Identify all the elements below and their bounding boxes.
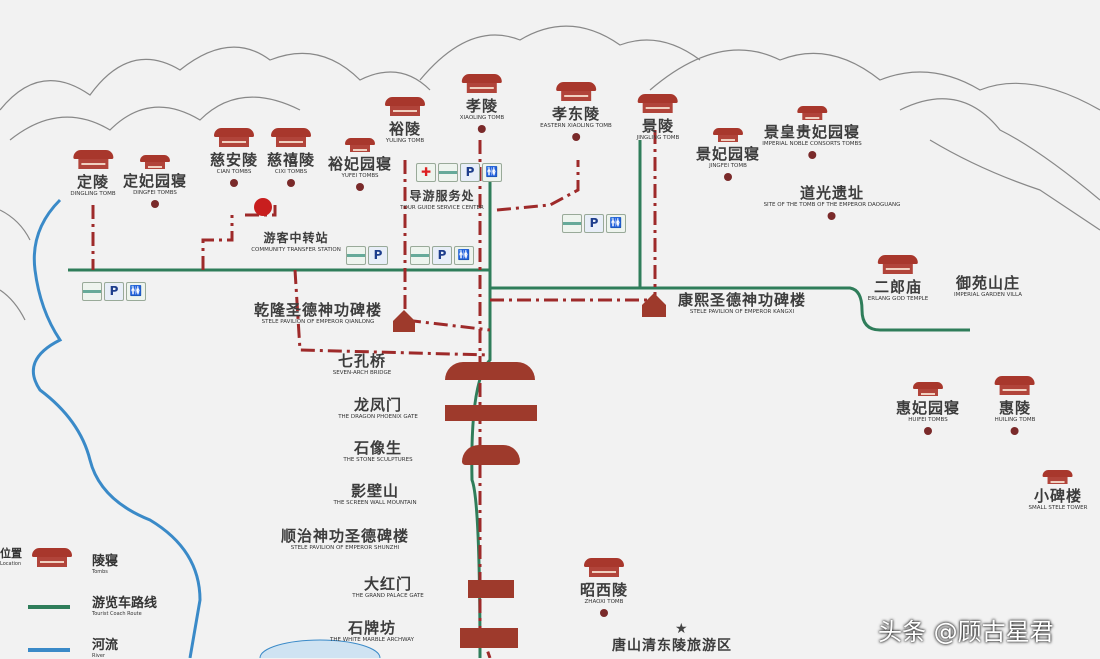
watermark: 头条 @顾古星君 bbox=[878, 618, 1054, 646]
bus-stop-icon bbox=[346, 246, 366, 265]
site-small-stele-tower[interactable]: 小碑楼Small Stele Tower bbox=[1029, 470, 1087, 512]
lake bbox=[259, 639, 381, 658]
tomb-icon bbox=[385, 97, 425, 119]
parking-icon: P bbox=[584, 214, 604, 233]
location-dot bbox=[923, 427, 932, 435]
restroom-icon: 🚻 bbox=[126, 282, 146, 301]
facility-icons: P🚻 bbox=[82, 282, 146, 301]
site-jingling[interactable]: 景陵Jingling Tomb bbox=[637, 94, 679, 142]
location-dot bbox=[828, 212, 836, 220]
site-daoguang-ruins[interactable]: 道光遗址Site of the Tomb of the Emperor Daog… bbox=[764, 185, 900, 220]
site-dragon-phoenix-gate[interactable]: 龙凤门The Dragon Phoenix Gate bbox=[338, 396, 418, 421]
tomb-icon bbox=[712, 128, 743, 144]
bus-stop-icon bbox=[438, 163, 458, 182]
tomb-icon bbox=[213, 128, 254, 150]
site-jingfei[interactable]: 景妃园寝Jingfei Tomb bbox=[696, 128, 760, 181]
site-screen-wall-mountain[interactable]: 影壁山The Screen Wall Mountain bbox=[333, 482, 417, 507]
archway-icon bbox=[460, 628, 518, 648]
facility-icons: P🚻 bbox=[410, 246, 474, 265]
area-name: 唐山清东陵旅游区 bbox=[612, 638, 732, 654]
bus-stop-icon bbox=[82, 282, 102, 301]
tomb-icon bbox=[462, 74, 502, 96]
site-xiaoling[interactable]: 孝陵Xiaoling Tomb bbox=[460, 74, 504, 133]
location-dot bbox=[478, 125, 486, 133]
stele-pavilion-icon bbox=[393, 310, 415, 332]
site-marble-archway[interactable]: 石牌坊The White Marble Archway bbox=[329, 619, 415, 644]
site-grand-palace-gate[interactable]: 大红门The Grand Palace Gate bbox=[352, 575, 424, 600]
site-dingfei[interactable]: 定妃园寝Dingfei Tombs bbox=[123, 155, 187, 208]
star-icon: ★ bbox=[675, 621, 688, 637]
location-dot bbox=[286, 179, 295, 187]
mountains-sketch bbox=[0, 25, 1100, 321]
tomb-icon bbox=[270, 128, 311, 150]
site-zhaoxi[interactable]: 昭西陵Zhaoxi Tomb bbox=[580, 558, 628, 617]
elephant-icon bbox=[462, 445, 520, 465]
tomb-icon bbox=[912, 382, 943, 398]
parking-icon: P bbox=[432, 246, 452, 265]
current-location-marker bbox=[254, 198, 272, 216]
bridge-icon bbox=[445, 362, 535, 380]
parking-icon: P bbox=[104, 282, 124, 301]
tomb-icon bbox=[796, 106, 827, 122]
legend-route-line bbox=[28, 605, 70, 609]
parking-icon: P bbox=[368, 246, 388, 265]
facility-icons: P🚻 bbox=[562, 214, 626, 233]
stele-icon bbox=[1042, 470, 1073, 486]
facility-icons: P bbox=[346, 246, 388, 265]
restroom-icon: 🚻 bbox=[482, 163, 502, 182]
tomb-icon bbox=[72, 150, 113, 172]
river bbox=[31, 198, 202, 658]
restroom-icon: 🚻 bbox=[454, 246, 474, 265]
site-jing-imperial-consorts[interactable]: 景皇贵妃园寝Imperial Noble Consorts Tombs bbox=[762, 106, 862, 159]
site-yufei[interactable]: 裕妃园寝Yufei Tombs bbox=[328, 138, 392, 191]
gate-icon bbox=[468, 580, 514, 598]
location-dot bbox=[723, 173, 732, 181]
location-dot bbox=[229, 179, 238, 187]
facility-icons: ✚ P🚻 bbox=[416, 163, 502, 182]
site-eastern-xiaoling[interactable]: 孝东陵Eastern Xiaoling Tomb bbox=[540, 82, 612, 141]
temple-icon bbox=[877, 255, 918, 277]
location-dot bbox=[355, 183, 364, 191]
location-dot bbox=[599, 609, 608, 617]
site-cian[interactable]: 慈安陵Cian Tombs bbox=[210, 128, 258, 187]
bus-stop-icon bbox=[562, 214, 582, 233]
legend-tomb-icon bbox=[32, 548, 72, 570]
site-shunzhi-stele[interactable]: 顺治神功圣德碑楼Stele Pavilion of Emperor Shunzh… bbox=[280, 527, 410, 552]
legend-river-line bbox=[28, 648, 70, 652]
site-stone-sculptures[interactable]: 石像生The Stone Sculptures bbox=[343, 439, 413, 464]
tomb-icon bbox=[995, 376, 1035, 398]
site-erlang-temple[interactable]: 二郎庙Erlang God Temple bbox=[868, 255, 928, 303]
transfer-station[interactable]: 游客中转站Community Transfer Station bbox=[251, 231, 341, 253]
location-dot bbox=[150, 200, 159, 208]
site-cixi[interactable]: 慈禧陵Cixi Tombs bbox=[267, 128, 315, 187]
location-dot bbox=[572, 133, 580, 141]
site-seven-arch-bridge[interactable]: 七孔桥Seven-Arch Bridge bbox=[332, 352, 392, 377]
site-qianlong-stele[interactable]: 乾隆圣德神功碑楼Stele Pavilion of Emperor Qianlo… bbox=[253, 301, 383, 326]
site-huifei[interactable]: 惠妃园寝Huifei Tombs bbox=[896, 382, 960, 435]
site-yuyuan-villa[interactable]: 御苑山庄Imperial Garden Villa bbox=[954, 274, 1022, 299]
gate-icon bbox=[445, 405, 537, 421]
site-yuling[interactable]: 裕陵Yuling Tomb bbox=[385, 97, 425, 145]
tomb-icon bbox=[637, 94, 678, 116]
location-dot bbox=[1011, 427, 1019, 435]
site-dingling[interactable]: 定陵Dingling Tomb bbox=[70, 150, 116, 198]
site-huiling[interactable]: 惠陵Huiling Tomb bbox=[995, 376, 1035, 435]
tomb-icon bbox=[583, 558, 624, 580]
parking-icon: P bbox=[460, 163, 480, 182]
guide-service-center[interactable]: 导游服务处Tour Guide Service Center bbox=[400, 189, 484, 211]
site-kangxi-stele[interactable]: 康熙圣德神功碑楼Stele Pavilion of Emperor Kangxi bbox=[677, 291, 807, 316]
tomb-icon bbox=[556, 82, 596, 104]
first-aid-icon: ✚ bbox=[416, 163, 436, 182]
location-dot bbox=[807, 151, 816, 159]
restroom-icon: 🚻 bbox=[606, 214, 626, 233]
bus-stop-icon bbox=[410, 246, 430, 265]
tomb-icon bbox=[139, 155, 170, 171]
tomb-icon bbox=[344, 138, 375, 154]
